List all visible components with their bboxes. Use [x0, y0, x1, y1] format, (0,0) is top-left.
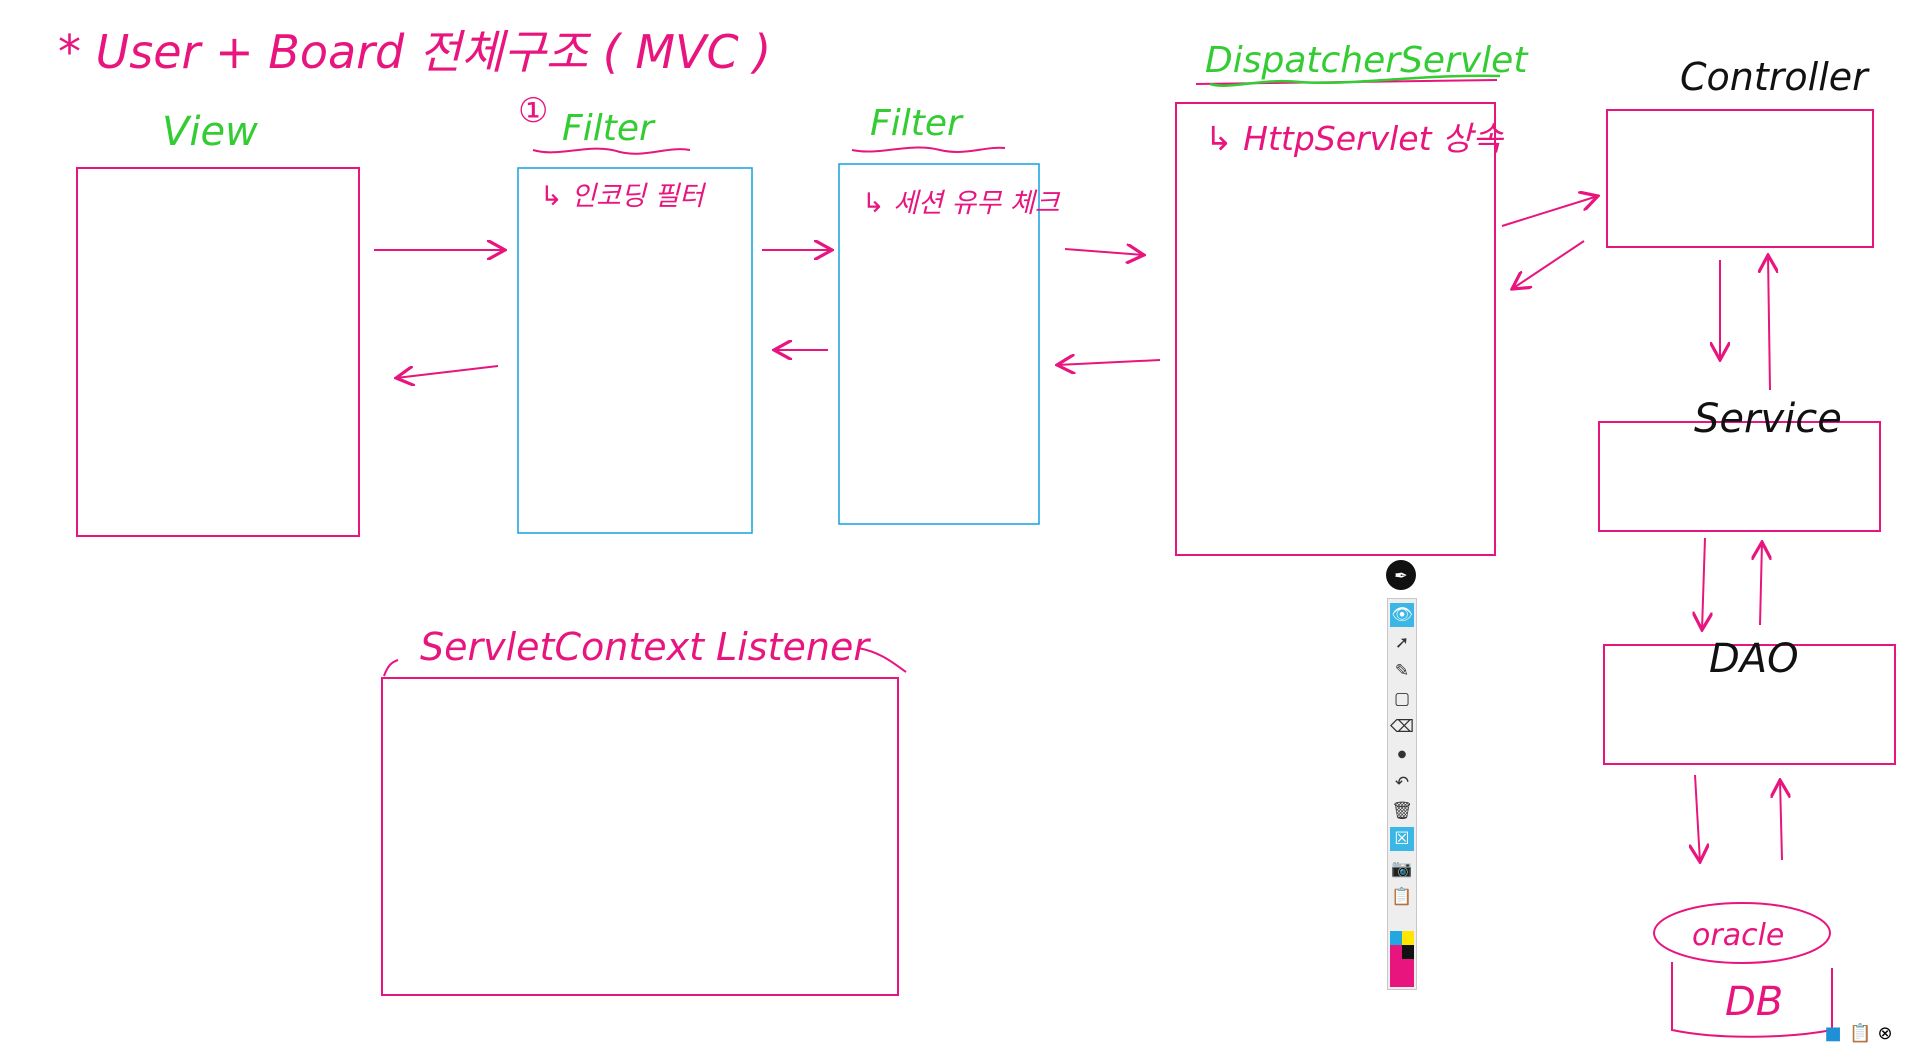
filter2-box: [838, 163, 1040, 525]
controller-label: Controller: [1680, 55, 1870, 99]
listener-bracket: [383, 647, 907, 677]
dao-box: [1603, 644, 1896, 765]
trash-icon[interactable]: 🗑: [1391, 800, 1413, 821]
board-title: * User + Board 전체구조 ( MVC ): [58, 25, 771, 79]
view-label: View: [162, 109, 258, 155]
color-swatch-magenta[interactable]: [1390, 945, 1402, 959]
highlighter-icon[interactable]: ✎: [1394, 660, 1410, 681]
rectangle-icon[interactable]: ▢: [1393, 688, 1411, 709]
arrow-filter2-to-dispatcher: [1064, 249, 1144, 255]
undo-icon[interactable]: ↶: [1394, 772, 1410, 793]
filter1-box: [517, 167, 753, 534]
current-color[interactable]: [1390, 959, 1414, 987]
listener-label: ServletContext Listener: [420, 625, 871, 669]
camera-icon[interactable]: 📷: [1391, 858, 1413, 879]
arrow-dispatcher-to-controller: [1501, 196, 1598, 227]
arrow-service-to-controller: [1768, 255, 1770, 391]
service-box: [1598, 421, 1881, 532]
clear-icon[interactable]: ☒: [1390, 827, 1414, 851]
listener-box: [381, 677, 899, 996]
db-cylinder: [1671, 962, 1833, 1038]
oracle-label: oracle: [1692, 918, 1784, 953]
filter1-underline: [532, 147, 691, 155]
arrow-dao-to-service: [1760, 542, 1762, 626]
color-swatch-black[interactable]: [1402, 945, 1414, 959]
oracle-ellipse: [1653, 902, 1831, 964]
dispatcher-label: DispatcherServlet: [1205, 40, 1529, 81]
view-box: [76, 167, 360, 537]
eraser-icon[interactable]: ⌫: [1389, 716, 1415, 737]
pointer-icon[interactable]: ➚: [1394, 632, 1410, 653]
clipboard-icon[interactable]: 📋: [1849, 1023, 1872, 1044]
clipboard-icon[interactable]: 📋: [1391, 886, 1413, 907]
eye-icon[interactable]: 👁: [1390, 603, 1414, 627]
pen-icon[interactable]: ✒: [1386, 560, 1416, 590]
corner-icons: ■ 📋 ⊗: [1823, 1024, 1895, 1044]
db-label: DB: [1725, 979, 1783, 1025]
controller-box: [1606, 109, 1874, 248]
dao-label: DAO: [1709, 636, 1799, 682]
dispatcher-underline-green: [1209, 74, 1501, 87]
dispatcher-box: [1175, 102, 1496, 556]
color-swatch-blue[interactable]: [1390, 931, 1402, 945]
filter1-number: ①: [518, 91, 548, 131]
folder-icon[interactable]: ■: [1824, 1023, 1842, 1044]
dispatcher-note: ↳ HttpServlet 상속: [1205, 119, 1504, 158]
color-swatch-yellow[interactable]: [1402, 931, 1414, 945]
arrow-filter1-to-view: [396, 365, 499, 378]
filter1-label: Filter: [562, 108, 656, 149]
arrow-service-to-dao: [1702, 537, 1705, 630]
drawing-toolbar: 👁 ➚ ✎ ▢ ⌫ ● ↶ 🗑 ☒ 📷 📋: [1387, 598, 1417, 990]
close-icon[interactable]: ⊗: [1877, 1023, 1893, 1044]
filter2-note: ↳ 세션 유무 체크: [862, 188, 1061, 219]
arrow-controller-to-dispatcher: [1512, 240, 1585, 289]
filter2-underline: [851, 146, 1006, 153]
arrow-dao-to-db: [1695, 774, 1700, 862]
dot-size-icon[interactable]: ●: [1397, 749, 1407, 760]
filter1-note: ↳ 인코딩 필터: [540, 181, 707, 212]
arrow-db-to-dao: [1780, 780, 1782, 861]
arrow-dispatcher-to-filter2: [1057, 360, 1161, 365]
filter2-label: Filter: [870, 103, 964, 144]
service-label: Service: [1694, 396, 1842, 442]
